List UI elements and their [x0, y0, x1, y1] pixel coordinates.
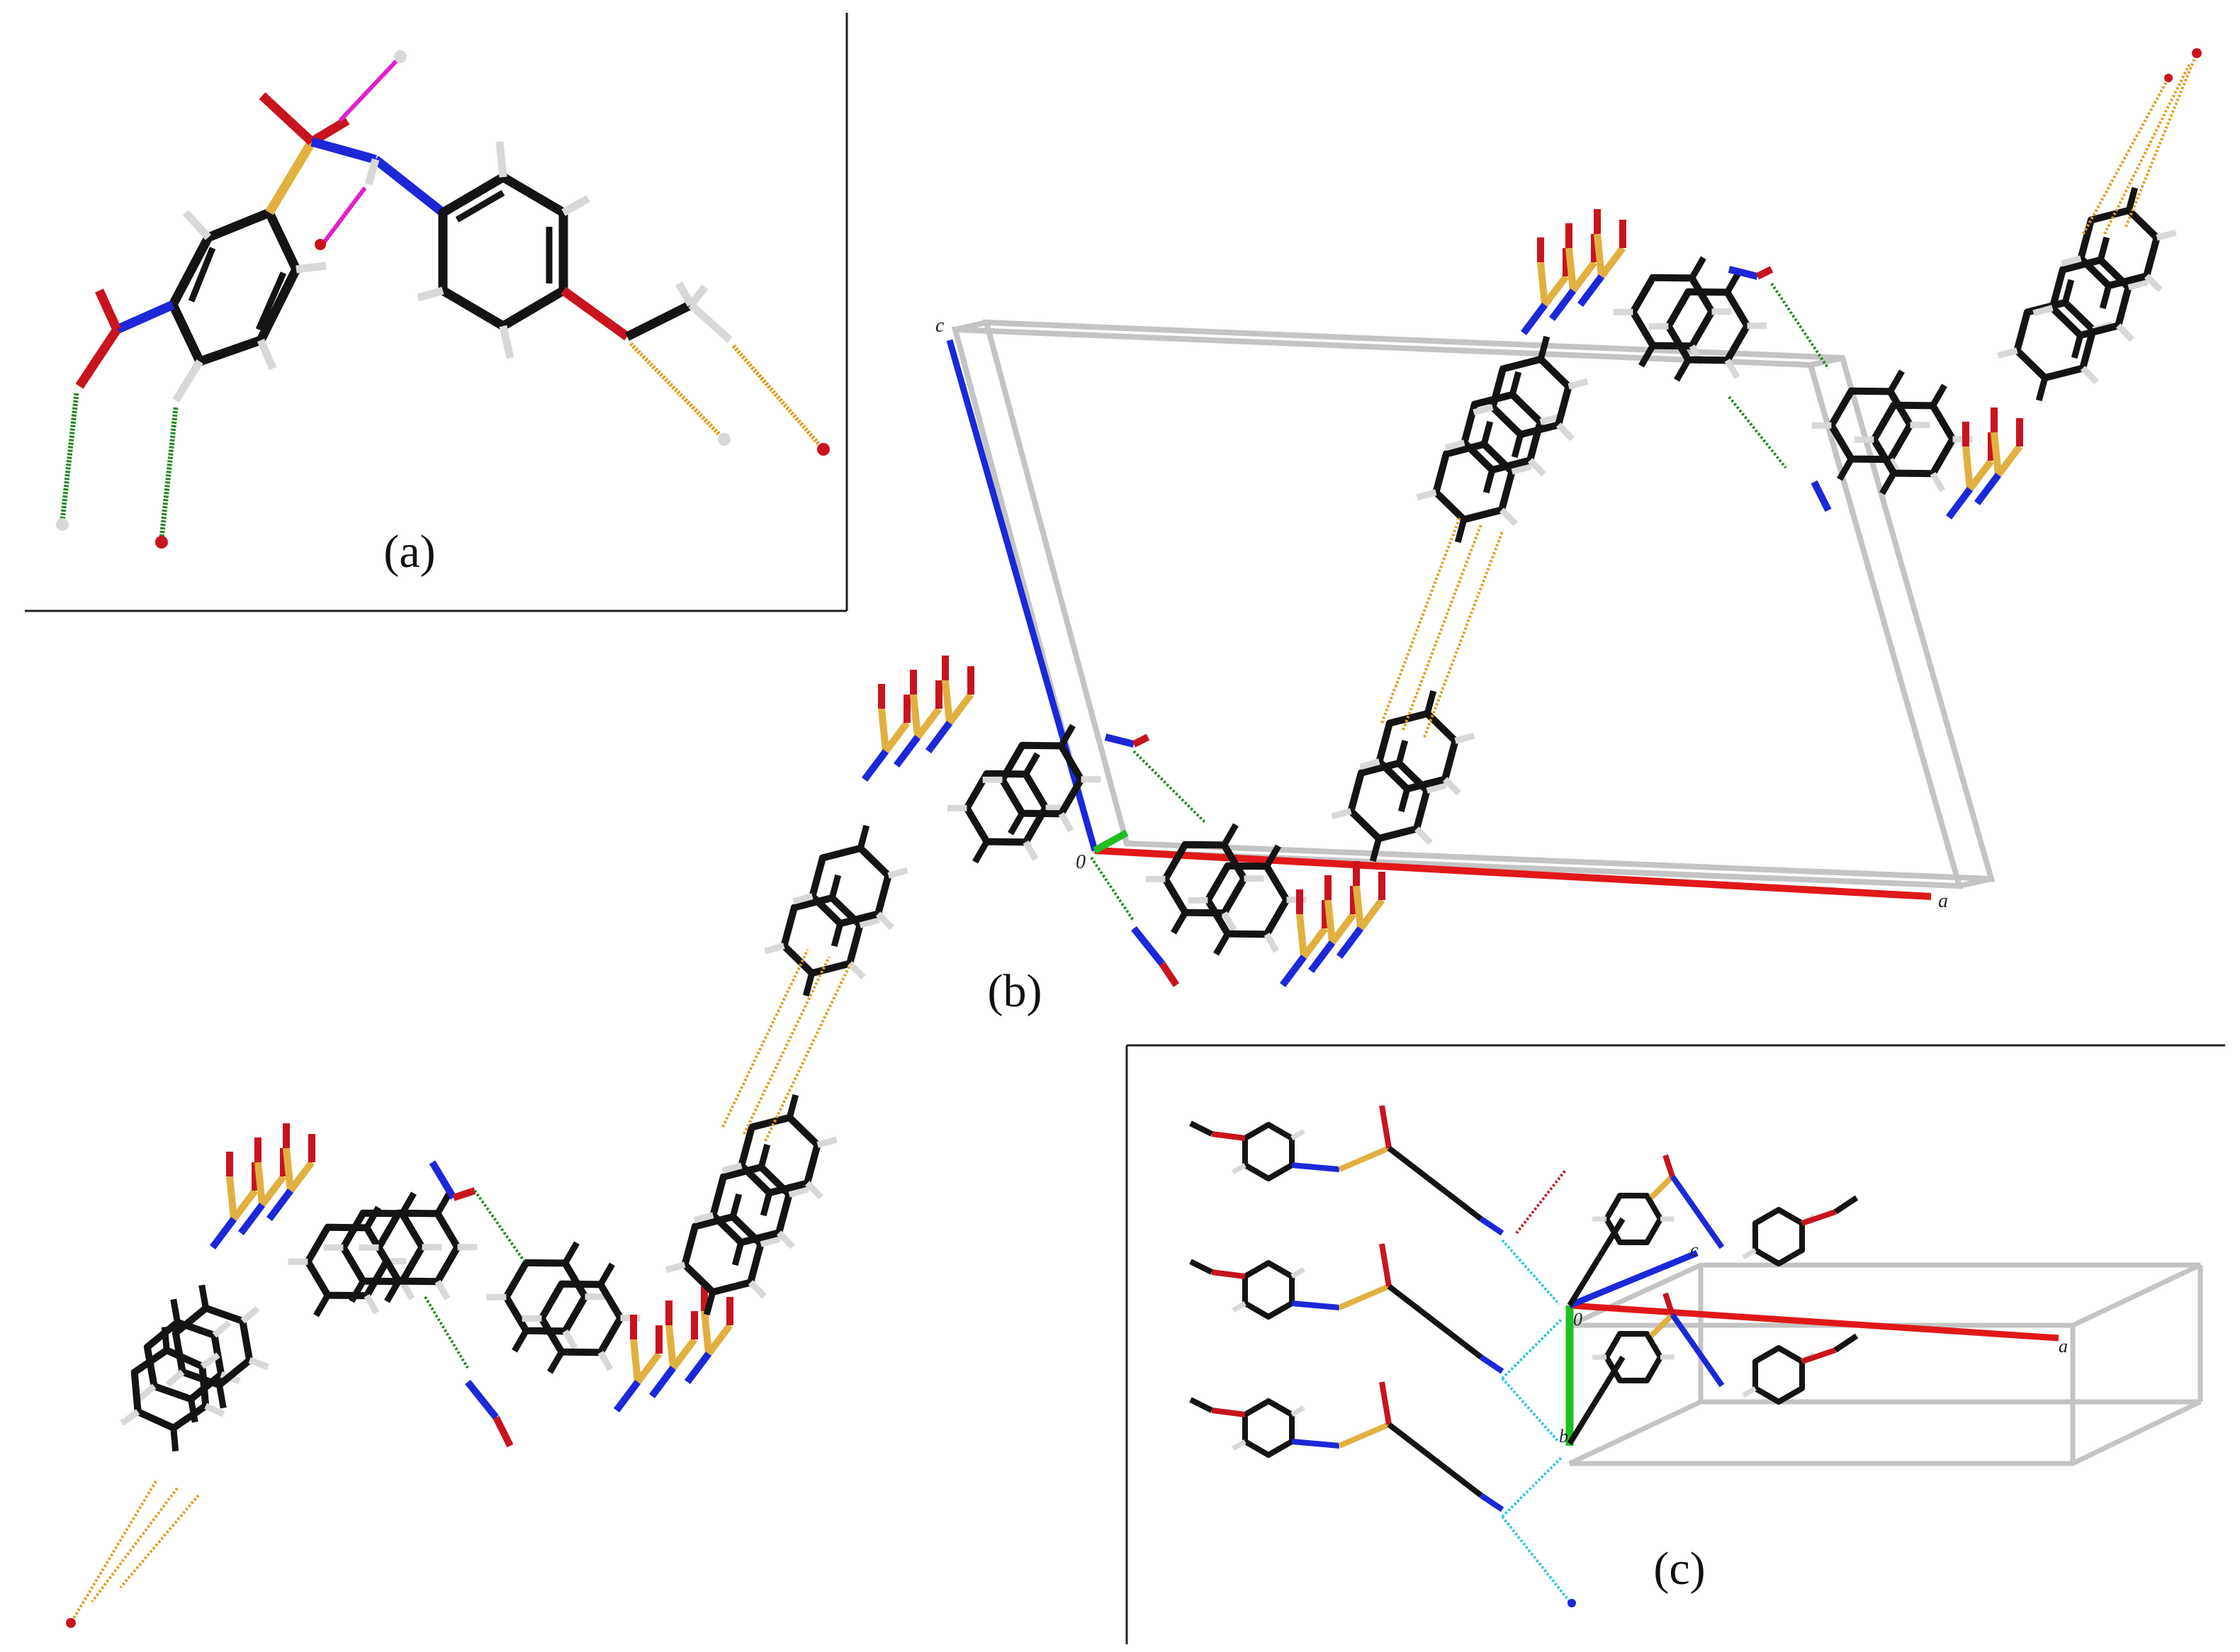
hbond-green-1: [60, 393, 79, 522]
h-atom-end: [394, 50, 407, 63]
axis-a-label-c: a: [2059, 1336, 2068, 1356]
axis-c-c: [1568, 1249, 1699, 1309]
nitro-n-o1-bond: [95, 288, 121, 332]
stack-lower-left: [114, 1123, 730, 1456]
nitrophenyl-inner-bond-2: [255, 271, 287, 331]
h-atom-end-2: [56, 518, 69, 531]
nitrophenyl-inner-bonds: [188, 247, 216, 303]
s-o1-bond: [259, 92, 315, 145]
axis-origin-label-c: 0: [1573, 1309, 1582, 1330]
panel-a: (a): [25, 13, 848, 612]
hbond-orange-2: [731, 344, 824, 449]
s-n-bond: [310, 137, 377, 164]
panel-c-label: (c): [1653, 1543, 1705, 1595]
panel-c-molecules-right: [1567, 1154, 1859, 1446]
s-o2-bond: [309, 116, 350, 146]
methoxyphenyl-ring: [438, 172, 568, 331]
hbond-pink-1: [338, 55, 403, 123]
ring-o-bond: [561, 286, 630, 341]
n-ring-bond: [372, 155, 446, 217]
panel-a-label: (a): [383, 526, 435, 578]
hbonds-orange-b: [69, 52, 2198, 1624]
ring-s-bond: [265, 139, 316, 215]
panel-b-label: (b): [988, 965, 1042, 1017]
nitro-c-n-bond: [115, 300, 175, 334]
nitro-groups-b: [429, 266, 1832, 1448]
axis-origin-label-b: 0: [1076, 851, 1086, 873]
hbond-pink-2: [320, 186, 367, 246]
axis-b-b: [1093, 829, 1129, 854]
hbond-orange-1: [629, 342, 726, 442]
o-atom-end-3: [817, 443, 830, 456]
nitro-n-o2-bond: [75, 327, 121, 389]
o-atom-end: [315, 239, 326, 250]
methoxyphenyl-inner-bond: [455, 190, 505, 223]
panel-c-molecules-left: [1189, 1105, 1568, 1512]
stack-rising-right: [1324, 323, 1597, 874]
h-atom-end-3: [718, 433, 731, 446]
hbonds-cyan-c: [1501, 1239, 1571, 1603]
o-ch3-bond: [625, 300, 693, 341]
zigzag-chain: [66, 48, 2202, 1628]
o-atom-end-2: [155, 536, 168, 549]
axis-c-label-c: c: [1690, 1240, 1699, 1260]
panel-b: c a 0: [66, 48, 2202, 1628]
panel-c: a b c 0: [1125, 1044, 2225, 1644]
contact-end-c: [1568, 1599, 1576, 1607]
hbonds-green-b: [424, 282, 1830, 1369]
contact-end-atoms-b: [66, 48, 2202, 1628]
axis-a-c: [1569, 1302, 2059, 1342]
axis-b-label-c: b: [1559, 1426, 1568, 1446]
stack-rising-left: [658, 812, 916, 1327]
panel-a-molecule: [56, 50, 830, 549]
hbond-green-2: [159, 407, 179, 539]
hydrogen-atoms: [172, 141, 733, 403]
axis-c-label-b: c: [935, 315, 945, 337]
axis-a-label-b: a: [1938, 890, 1948, 912]
